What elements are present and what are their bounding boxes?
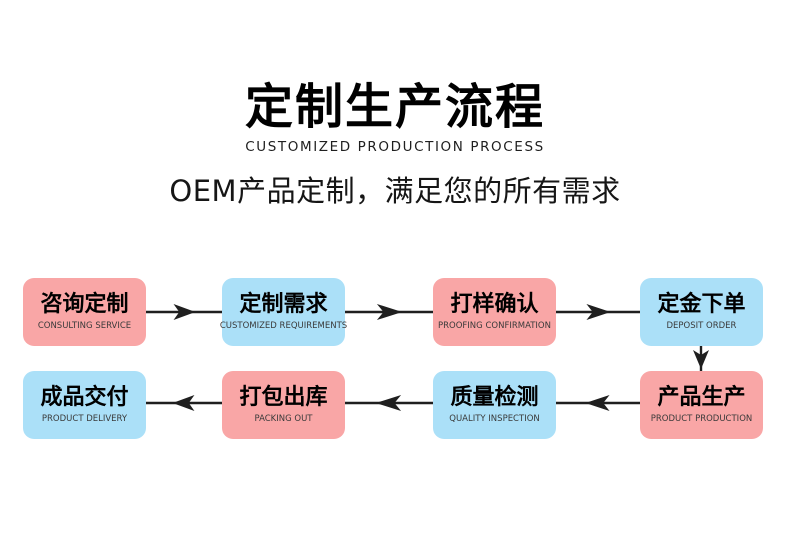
- flow-step-quality-inspection: 质量检测 QUALITY INSPECTION: [433, 371, 556, 439]
- page-tagline: OEM产品定制，满足您的所有需求: [169, 174, 621, 209]
- step-subtitle-en: CONSULTING SERVICE: [37, 320, 132, 331]
- step-title-zh: 打样确认: [450, 291, 539, 317]
- step-subtitle-en: QUALITY INSPECTION: [449, 413, 540, 424]
- step-title-zh: 产品生产: [657, 384, 746, 410]
- step-title-zh: 定制需求: [239, 291, 328, 317]
- flow-step-proofing-confirmation: 打样确认 PROOFING CONFIRMATION: [433, 278, 556, 346]
- step-subtitle-en: PROOFING CONFIRMATION: [438, 320, 551, 331]
- arrow-right-icon: [556, 304, 640, 320]
- step-title-zh: 咨询定制: [40, 291, 129, 317]
- arrow-down-icon: [693, 346, 709, 371]
- page-subtitle: CUSTOMIZED PRODUCTION PROCESS: [245, 139, 545, 156]
- flow-step-product-production: 产品生产 PRODUCT PRODUCTION: [640, 371, 763, 439]
- flow-step-product-delivery: 成品交付 PRODUCT DELIVERY: [23, 371, 146, 439]
- step-subtitle-en: PACKING OUT: [254, 413, 313, 424]
- step-subtitle-en: PRODUCT DELIVERY: [41, 413, 128, 424]
- arrow-left-icon: [556, 395, 640, 411]
- flow-step-deposit-order: 定金下单 DEPOSIT ORDER: [640, 278, 763, 346]
- step-title-zh: 定金下单: [657, 291, 746, 317]
- flow-step-customized-requirements: 定制需求 CUSTOMIZED REQUIREMENTS: [219, 278, 348, 346]
- page-title: 定制生产流程: [244, 79, 545, 135]
- step-title-zh: 质量检测: [450, 384, 539, 410]
- arrow-right-icon: [345, 304, 433, 320]
- arrow-right-icon: [146, 304, 222, 320]
- step-subtitle-en: CUSTOMIZED REQUIREMENTS: [219, 320, 348, 331]
- flow-step-packing-out: 打包出库 PACKING OUT: [222, 371, 345, 439]
- step-title-zh: 成品交付: [40, 384, 129, 410]
- arrow-left-icon: [146, 395, 222, 411]
- step-title-zh: 打包出库: [239, 384, 328, 410]
- step-subtitle-en: DEPOSIT ORDER: [666, 320, 737, 331]
- flow-step-consulting-service: 咨询定制 CONSULTING SERVICE: [23, 278, 146, 346]
- arrow-left-icon: [345, 395, 433, 411]
- header: 定制生产流程 CUSTOMIZED PRODUCTION PROCESS OEM…: [0, 0, 790, 210]
- step-subtitle-en: PRODUCT PRODUCTION: [650, 413, 753, 424]
